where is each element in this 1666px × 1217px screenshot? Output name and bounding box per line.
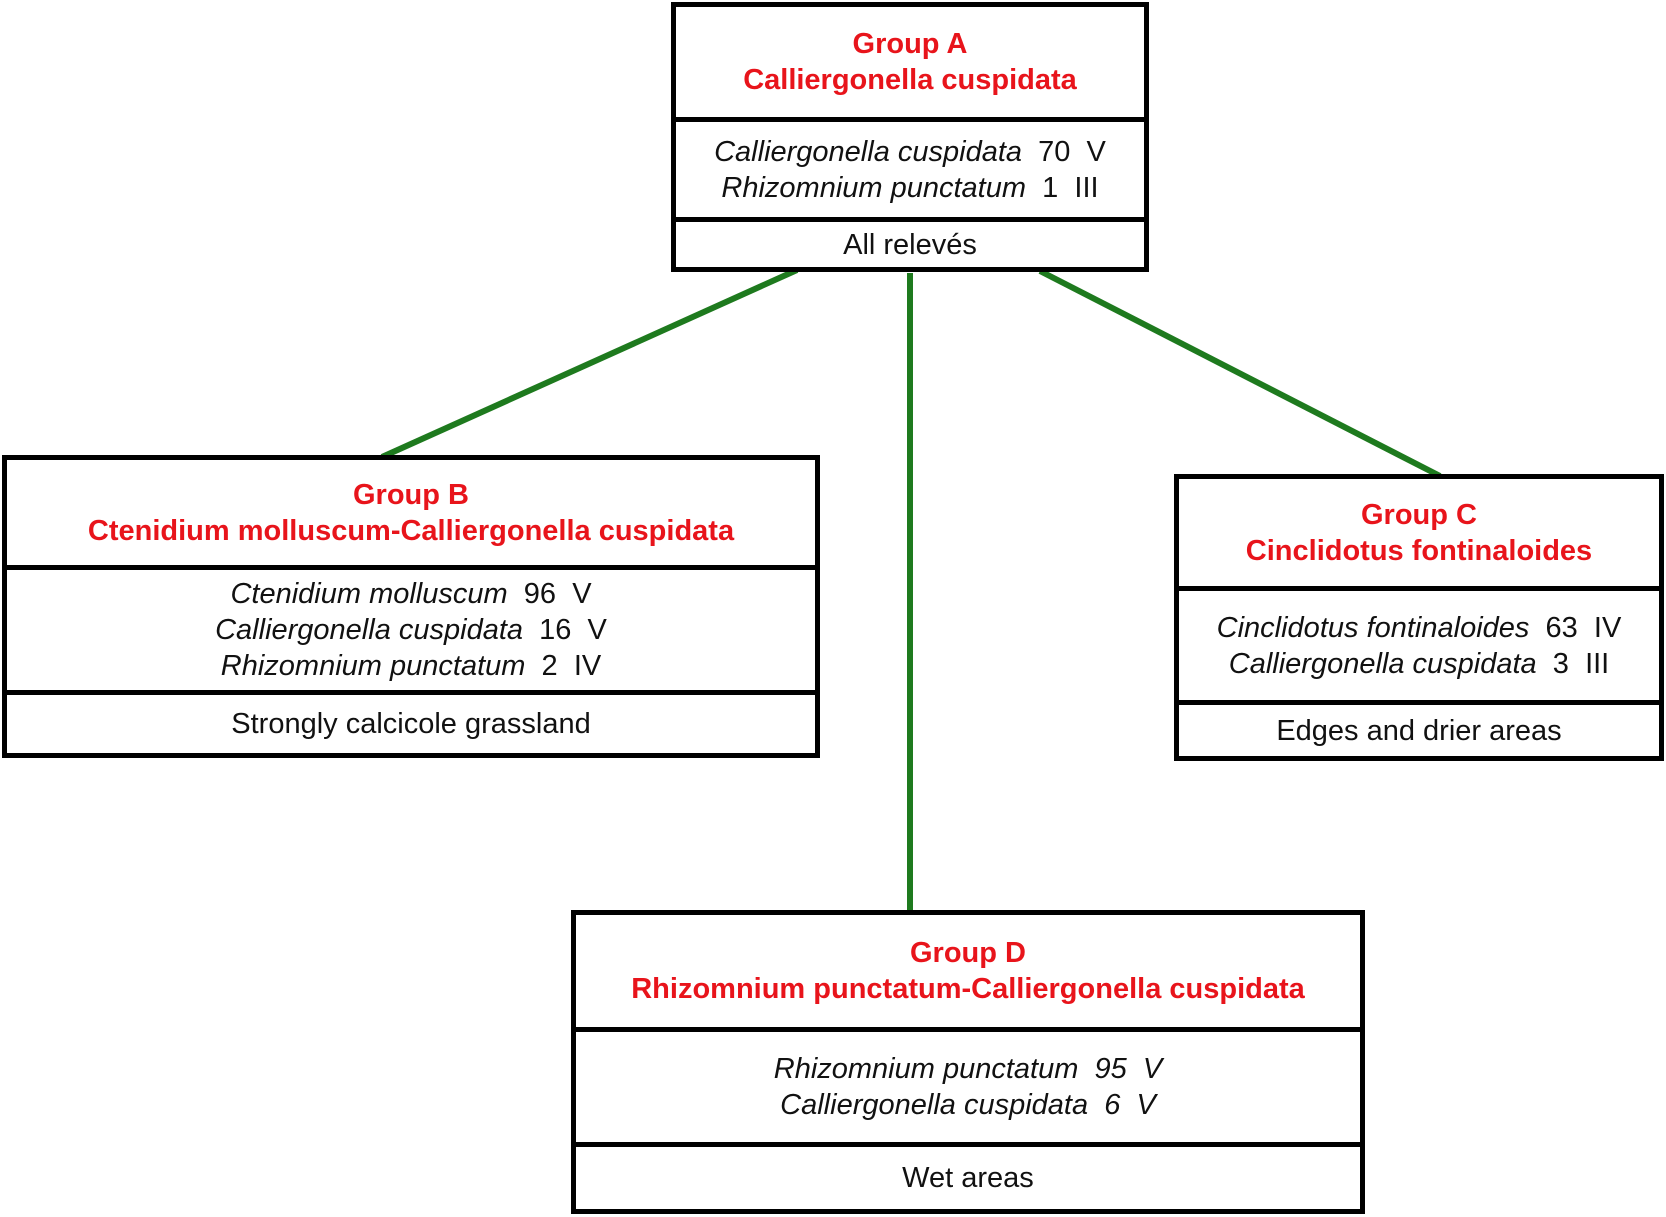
species-cover: 6 <box>1104 1089 1121 1121</box>
species-constancy: III <box>1585 647 1610 680</box>
group-b-name: Ctenidium molluscum-Calliergonella cuspi… <box>87 514 735 547</box>
species-name: Ctenidium molluscum <box>230 578 508 610</box>
species-row: Cinclidotus fontinaloides 63 IV <box>1217 610 1622 646</box>
species-name: Calliergonella cuspidata <box>714 135 1023 168</box>
species-row: Calliergonella cuspidata 16 V <box>215 612 607 648</box>
group-c-name: Cinclidotus fontinaloides <box>1245 534 1593 567</box>
species-cover: 96 <box>523 578 557 610</box>
group-a-species: Calliergonella cuspidata 70 V Rhizomnium… <box>676 117 1144 217</box>
species-row: Calliergonella cuspidata 6 V <box>780 1087 1156 1123</box>
connector-a-to-b <box>380 267 799 460</box>
group-c-box: Group C Cinclidotus fontinaloides Cincli… <box>1174 474 1664 761</box>
species-constancy: V <box>587 614 607 646</box>
group-a-box: Group A Calliergonella cuspidata Callier… <box>671 2 1149 272</box>
species-cover: 63 <box>1545 611 1578 644</box>
group-c-species: Cinclidotus fontinaloides 63 IV Callierg… <box>1179 586 1659 700</box>
group-d-name: Rhizomnium punctatum-Calliergonella cusp… <box>631 973 1305 1005</box>
species-cover: 16 <box>539 614 572 646</box>
species-row: Rhizomnium punctatum 95 V <box>774 1051 1163 1087</box>
species-row: Calliergonella cuspidata 70 V <box>714 134 1106 170</box>
group-c-description: Edges and drier areas <box>1276 714 1562 747</box>
group-b-header: Group B Ctenidium molluscum-Calliergonel… <box>7 460 815 565</box>
group-d-species: Rhizomnium punctatum 95 V Calliergonella… <box>576 1027 1360 1142</box>
species-row: Rhizomnium punctatum 2 IV <box>221 648 601 684</box>
species-cover: 1 <box>1042 171 1059 204</box>
species-row: Calliergonella cuspidata 3 III <box>1229 646 1609 682</box>
species-constancy: IV <box>573 650 602 682</box>
species-name: Cinclidotus fontinaloides <box>1216 611 1530 644</box>
group-a-footer: All relevés <box>676 217 1144 267</box>
species-constancy: IV <box>1593 611 1622 644</box>
group-d-footer: Wet areas <box>576 1142 1360 1209</box>
group-b-species: Ctenidium molluscum 96 V Calliergonella … <box>7 565 815 690</box>
species-name: Rhizomnium punctatum <box>721 171 1027 204</box>
group-d-label: Group D <box>910 937 1026 969</box>
species-constancy: V <box>572 578 592 610</box>
group-d-box: Group D Rhizomnium punctatum-Calliergone… <box>571 910 1365 1214</box>
species-name: Calliergonella cuspidata <box>215 614 524 646</box>
species-constancy: III <box>1074 171 1099 204</box>
group-a-label: Group A <box>852 28 968 60</box>
species-cover: 70 <box>1038 135 1071 168</box>
species-name: Calliergonella cuspidata <box>780 1089 1089 1121</box>
group-a-name: Calliergonella cuspidata <box>743 64 1077 96</box>
group-c-footer: Edges and drier areas <box>1179 700 1659 756</box>
connector-a-to-c <box>1038 268 1442 479</box>
species-constancy: V <box>1136 1089 1156 1121</box>
species-row: Ctenidium molluscum 96 V <box>230 576 591 612</box>
group-b-box: Group B Ctenidium molluscum-Calliergonel… <box>2 455 820 758</box>
group-a-header: Group A Calliergonella cuspidata <box>676 7 1144 117</box>
group-c-label: Group C <box>1361 498 1477 531</box>
group-b-label: Group B <box>353 478 469 511</box>
group-d-header: Group D Rhizomnium punctatum-Calliergone… <box>576 915 1360 1027</box>
species-name: Rhizomnium punctatum <box>773 1053 1079 1085</box>
species-cover: 95 <box>1094 1053 1127 1085</box>
group-a-description: All relevés <box>843 228 977 261</box>
species-name: Calliergonella cuspidata <box>1228 647 1537 680</box>
species-cover: 2 <box>541 650 558 682</box>
group-d-description: Wet areas <box>902 1162 1034 1194</box>
group-b-footer: Strongly calcicole grassland <box>7 690 815 753</box>
species-cover: 3 <box>1552 647 1569 680</box>
species-row: Rhizomnium punctatum 1 III <box>721 170 1098 206</box>
species-name: Rhizomnium punctatum <box>220 650 526 682</box>
group-b-description: Strongly calcicole grassland <box>231 708 591 740</box>
group-c-header: Group C Cinclidotus fontinaloides <box>1179 479 1659 586</box>
species-constancy: V <box>1142 1053 1163 1085</box>
species-constancy: V <box>1086 135 1106 168</box>
